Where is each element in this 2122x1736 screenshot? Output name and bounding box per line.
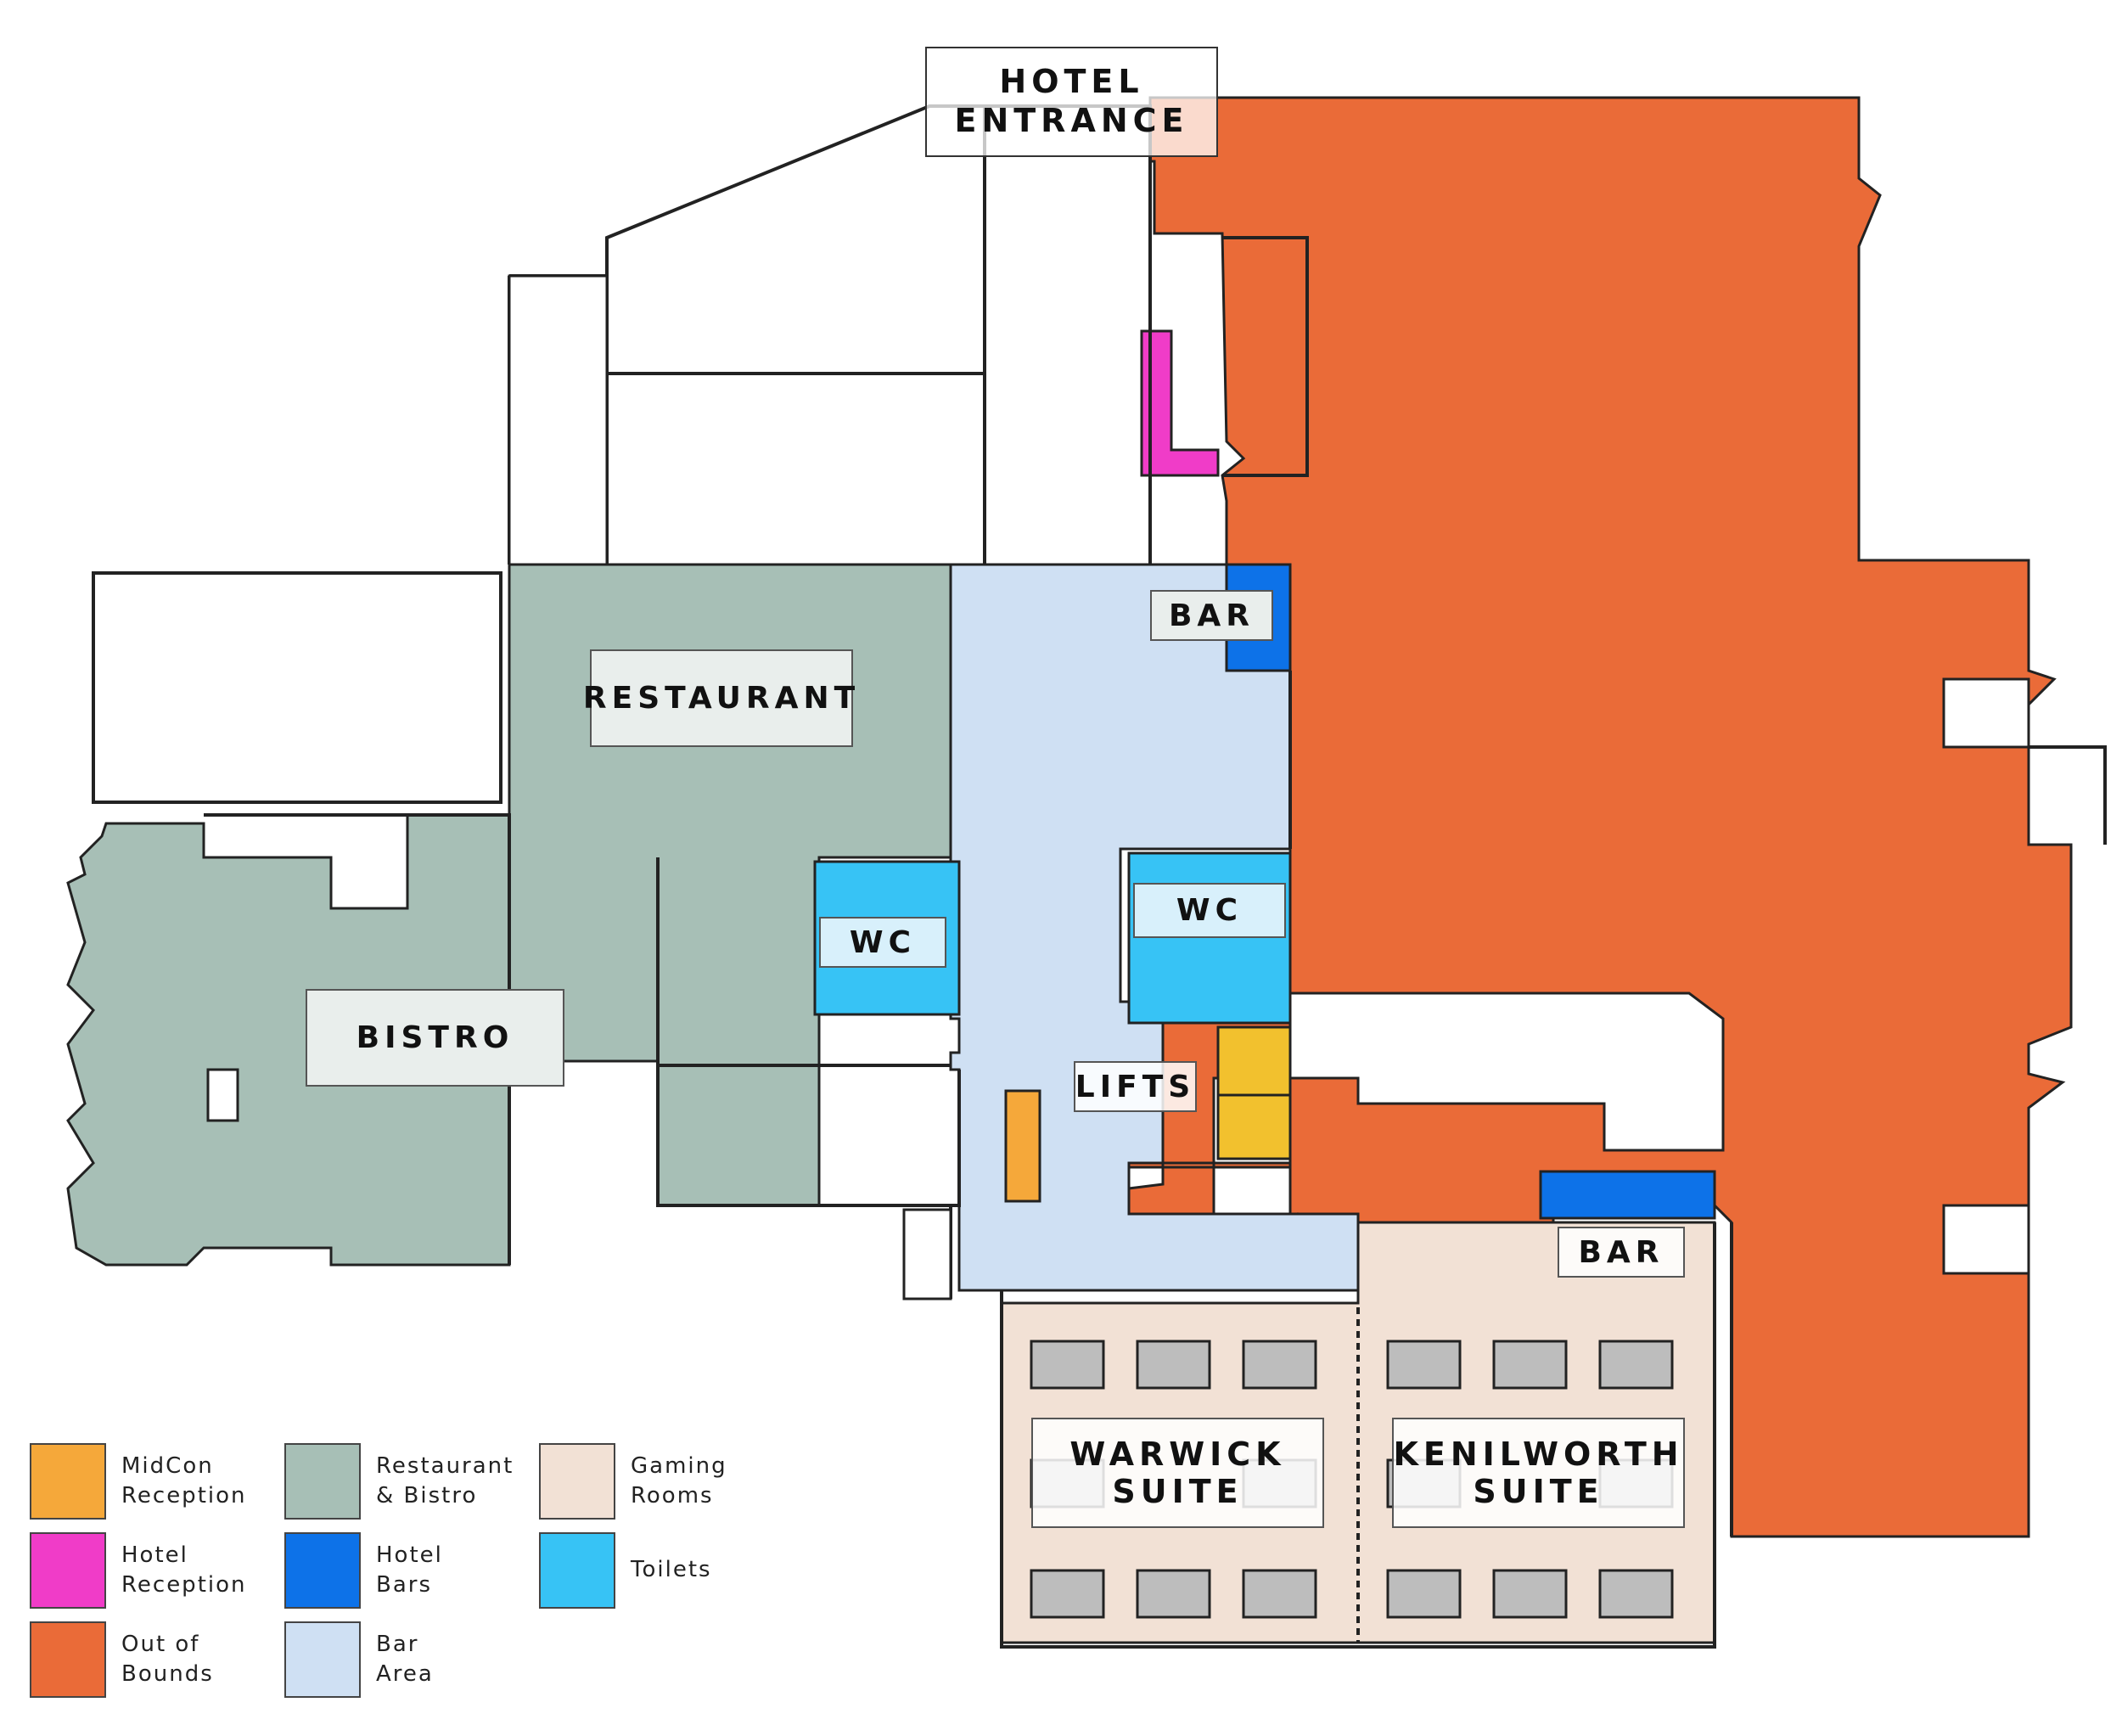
legend-item-midcon-reception: MidCon Reception bbox=[30, 1443, 247, 1520]
bar-label-top: BAR bbox=[1150, 590, 1273, 641]
wc-label-left: WC bbox=[819, 917, 946, 968]
legend-label: Out of Bounds bbox=[121, 1631, 214, 1687]
out-of-bounds-zone bbox=[1127, 96, 2073, 1538]
hotel-reception-zone bbox=[1140, 329, 1220, 477]
legend-swatch bbox=[539, 1443, 615, 1520]
bar-label-bottom: BAR bbox=[1558, 1227, 1685, 1278]
legend-swatch bbox=[30, 1443, 106, 1520]
toilets-zone bbox=[813, 851, 1292, 1025]
legend-swatch bbox=[30, 1532, 106, 1609]
hotel-entrance-label: HOTEL ENTRANCE bbox=[925, 47, 1218, 157]
legend-label: Bar Area bbox=[376, 1631, 434, 1687]
legend-label: Hotel Reception bbox=[121, 1542, 247, 1598]
lifts-zone bbox=[1216, 1025, 1292, 1160]
legend-item-gaming-rooms: Gaming Rooms bbox=[539, 1443, 727, 1520]
legend-item-bar-area: Bar Area bbox=[284, 1621, 434, 1698]
stairs bbox=[206, 274, 2030, 1301]
legend-swatch bbox=[30, 1621, 106, 1698]
restaurant-label: RESTAURANT bbox=[583, 649, 855, 747]
lifts-label: LIFTS bbox=[1074, 1061, 1197, 1112]
legend-label: Toilets bbox=[631, 1557, 712, 1583]
legend-swatch bbox=[539, 1532, 615, 1609]
bistro-label: BISTRO bbox=[306, 989, 564, 1087]
legend-swatch bbox=[284, 1532, 361, 1609]
legend-item-hotel-reception: Hotel Reception bbox=[30, 1532, 247, 1609]
legend-item-restaurant-bistro: Restaurant & Bistro bbox=[284, 1443, 514, 1520]
legend-swatch bbox=[284, 1443, 361, 1520]
legend-label: Gaming Rooms bbox=[631, 1452, 727, 1508]
game-tables bbox=[1030, 1340, 1674, 1619]
warwick-suite-label: WARWICK SUITE bbox=[1031, 1418, 1324, 1528]
wc-label-right: WC bbox=[1133, 883, 1286, 938]
map-legend: MidCon Reception Hotel Reception Out of … bbox=[25, 1443, 789, 1723]
legend-item-out-of-bounds: Out of Bounds bbox=[30, 1621, 214, 1698]
legend-item-hotel-bars: Hotel Bars bbox=[284, 1532, 443, 1609]
legend-swatch bbox=[284, 1621, 361, 1698]
legend-label: MidCon Reception bbox=[121, 1452, 247, 1508]
legend-label: Restaurant & Bistro bbox=[376, 1452, 514, 1508]
kenilworth-suite-label: KENILWORTH SUITE bbox=[1392, 1418, 1685, 1528]
legend-item-toilets: Toilets bbox=[539, 1532, 712, 1609]
midcon-reception-zone bbox=[1004, 1089, 1041, 1203]
legend-label: Hotel Bars bbox=[376, 1542, 443, 1598]
